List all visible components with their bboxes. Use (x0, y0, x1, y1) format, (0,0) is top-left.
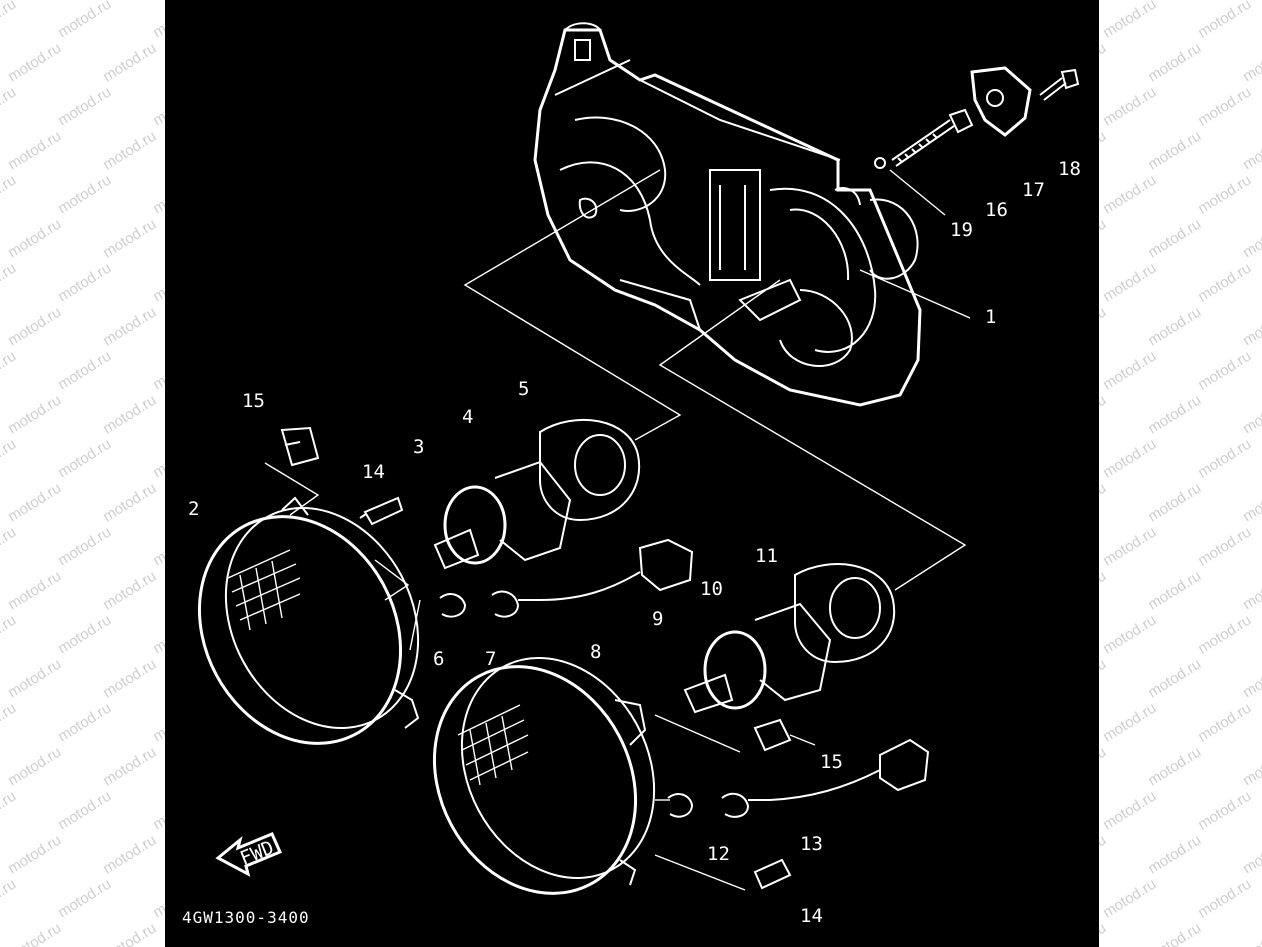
diagram-panel (165, 0, 1099, 947)
callout-19: 19 (950, 219, 973, 241)
callout-6: 6 (433, 648, 444, 670)
leader-lines (264, 169, 971, 891)
callout-17: 17 (1022, 179, 1045, 201)
callout-15-right: 15 (820, 751, 843, 773)
callout-2: 2 (188, 498, 199, 520)
callout-14-right: 14 (800, 905, 823, 927)
callout-3: 3 (413, 436, 424, 458)
fwd-arrow-icon: FWD (215, 832, 282, 877)
callout-8: 8 (590, 641, 601, 663)
callout-9: 9 (652, 608, 663, 630)
callout-14-left: 14 (362, 461, 385, 483)
callout-16: 16 (985, 199, 1008, 221)
callout-5: 5 (518, 378, 529, 400)
fwd-label: FWD (237, 837, 277, 870)
left-headlight-lens (197, 496, 420, 745)
callout-11: 11 (755, 545, 778, 567)
callout-labels: 1 2 3 4 5 6 7 8 9 10 11 12 13 14 14 15 1… (188, 158, 1081, 927)
callout-4: 4 (462, 406, 473, 428)
callout-15-left: 15 (242, 390, 265, 412)
right-headlight-lens (432, 657, 656, 895)
callout-10: 10 (700, 578, 723, 600)
left-socket-parts (280, 418, 694, 618)
callout-12: 12 (707, 843, 730, 865)
bracket-housing (533, 22, 922, 407)
callout-7: 7 (485, 648, 496, 670)
callout-18: 18 (1058, 158, 1081, 180)
diagram-code: 4GW1300-3400 (182, 908, 310, 927)
right-socket-parts (667, 563, 930, 890)
callout-13: 13 (800, 833, 823, 855)
callout-1: 1 (985, 306, 996, 328)
adjuster-assembly (874, 66, 1080, 169)
